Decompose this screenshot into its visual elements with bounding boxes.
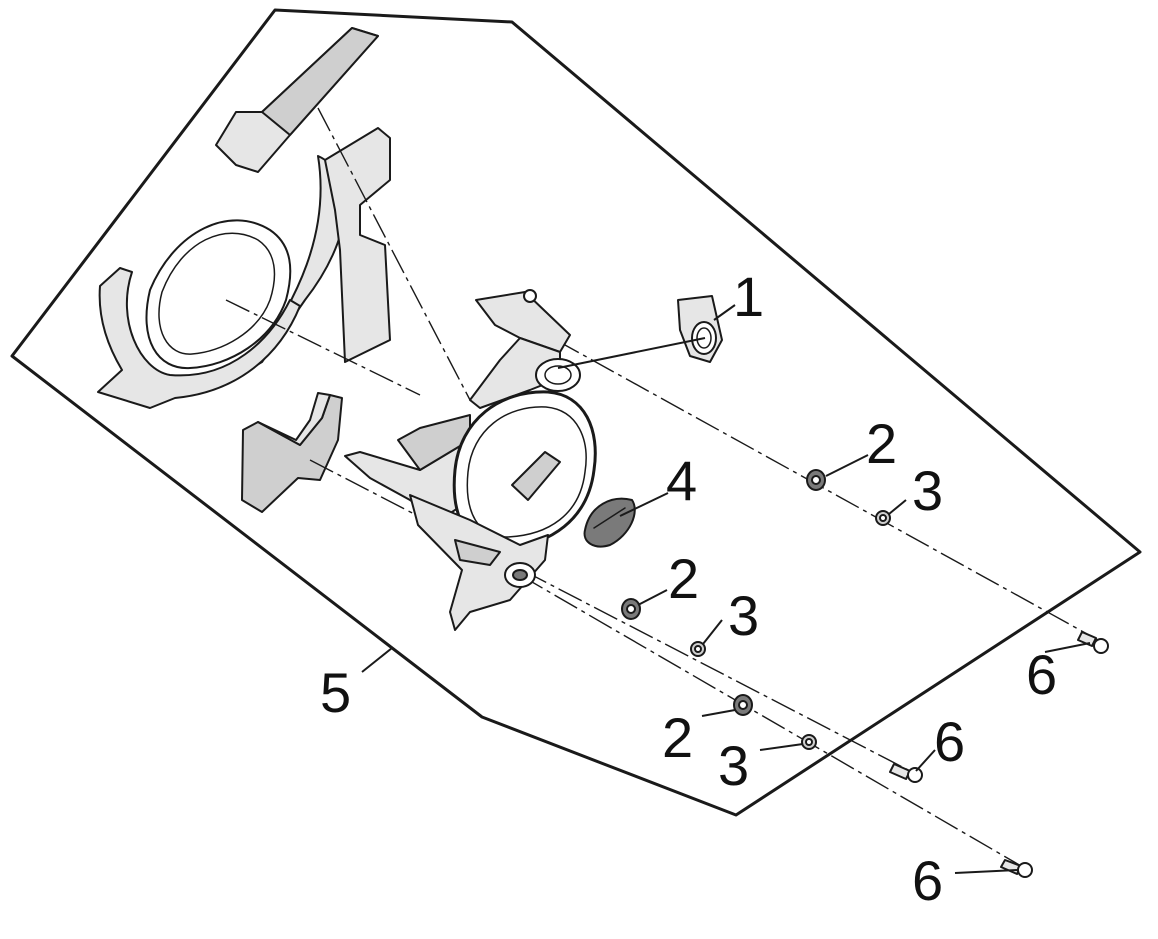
callout-2-bottom: 2 bbox=[662, 706, 693, 769]
callout-6-middle: 6 bbox=[934, 710, 965, 773]
part-1-guide bbox=[677, 295, 723, 363]
engine-silhouette bbox=[97, 27, 391, 513]
callout-3-middle: 3 bbox=[728, 584, 759, 647]
callout-5: 5 bbox=[320, 661, 351, 724]
part-6-bolts bbox=[889, 631, 1109, 878]
callout-2-middle: 2 bbox=[668, 547, 699, 610]
callout-3-bottom: 3 bbox=[718, 734, 749, 797]
callout-2-top: 2 bbox=[866, 412, 897, 475]
sprocket-cover bbox=[344, 289, 597, 631]
center-lines bbox=[225, 107, 1099, 871]
leader-lines bbox=[361, 304, 1091, 874]
part-2-spacers bbox=[621, 469, 826, 716]
callout-1: 1 bbox=[733, 265, 764, 328]
callout-4: 4 bbox=[666, 449, 697, 512]
part-4-badge bbox=[583, 497, 636, 548]
callout-6-bottom: 6 bbox=[912, 849, 943, 912]
part-3-washers bbox=[690, 510, 891, 750]
callout-labels: 1 2 3 4 2 3 5 6 2 6 3 6 bbox=[320, 265, 1057, 912]
part-5-panel-outline bbox=[10, 8, 1142, 817]
callout-6-right: 6 bbox=[1026, 643, 1057, 706]
callout-3-top: 3 bbox=[912, 459, 943, 522]
